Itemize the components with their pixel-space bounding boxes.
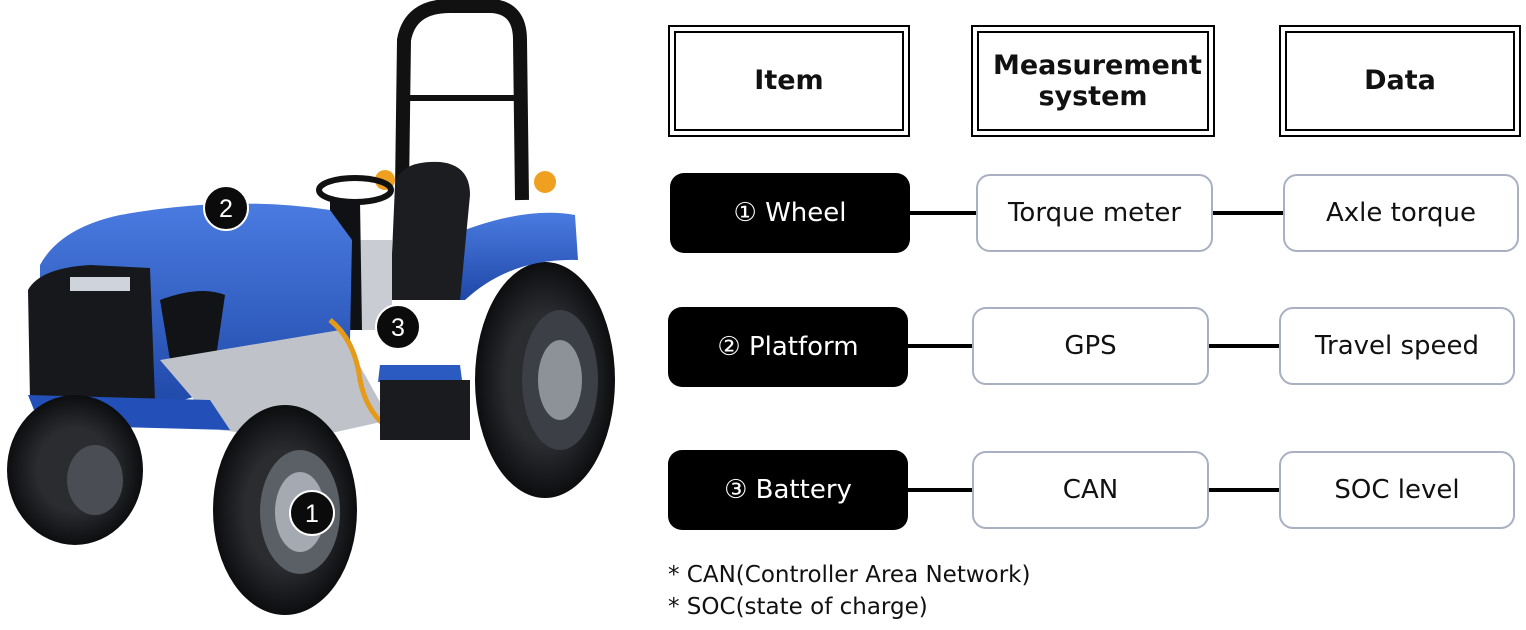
header-measurement-system: Measurement system <box>971 25 1215 137</box>
marker-3: 3 <box>375 304 421 350</box>
connector <box>908 344 972 348</box>
connector <box>1209 488 1279 492</box>
marker-3-label: 3 <box>391 314 405 342</box>
footnote-can: * CAN(Controller Area Network) <box>668 562 1031 588</box>
data-soc-level-box: SOC level <box>1279 451 1515 529</box>
marker-1: 1 <box>289 490 335 536</box>
header-item-label: Item <box>754 65 824 97</box>
data-travel-speed-box: Travel speed <box>1279 307 1515 385</box>
rops-frame <box>395 0 529 201</box>
system-can-box: CAN <box>972 451 1209 529</box>
system-gps-box: GPS <box>972 307 1209 385</box>
header-item: Item <box>668 25 910 137</box>
item-wheel-box: ① Wheel <box>670 173 910 253</box>
seat <box>390 161 470 300</box>
item-platform-box: ② Platform <box>668 307 908 387</box>
connector <box>1209 344 1279 348</box>
data-axle-torque-box: Axle torque <box>1283 174 1519 252</box>
footnote-soc: * SOC(state of charge) <box>668 594 928 620</box>
header-measurement-label: Measurement system <box>993 49 1202 112</box>
marker-2-label: 2 <box>219 195 233 223</box>
connector <box>1213 211 1283 215</box>
connector <box>908 488 972 492</box>
header-data-label: Data <box>1364 65 1436 97</box>
marker-1-label: 1 <box>305 500 319 528</box>
item-battery-box: ③ Battery <box>668 450 908 530</box>
tractor-illustration: 1 2 3 <box>7 0 615 615</box>
marker-2: 2 <box>203 185 249 231</box>
connector <box>910 211 976 215</box>
header-data: Data <box>1279 25 1521 137</box>
system-torque-meter-box: Torque meter <box>976 174 1213 252</box>
